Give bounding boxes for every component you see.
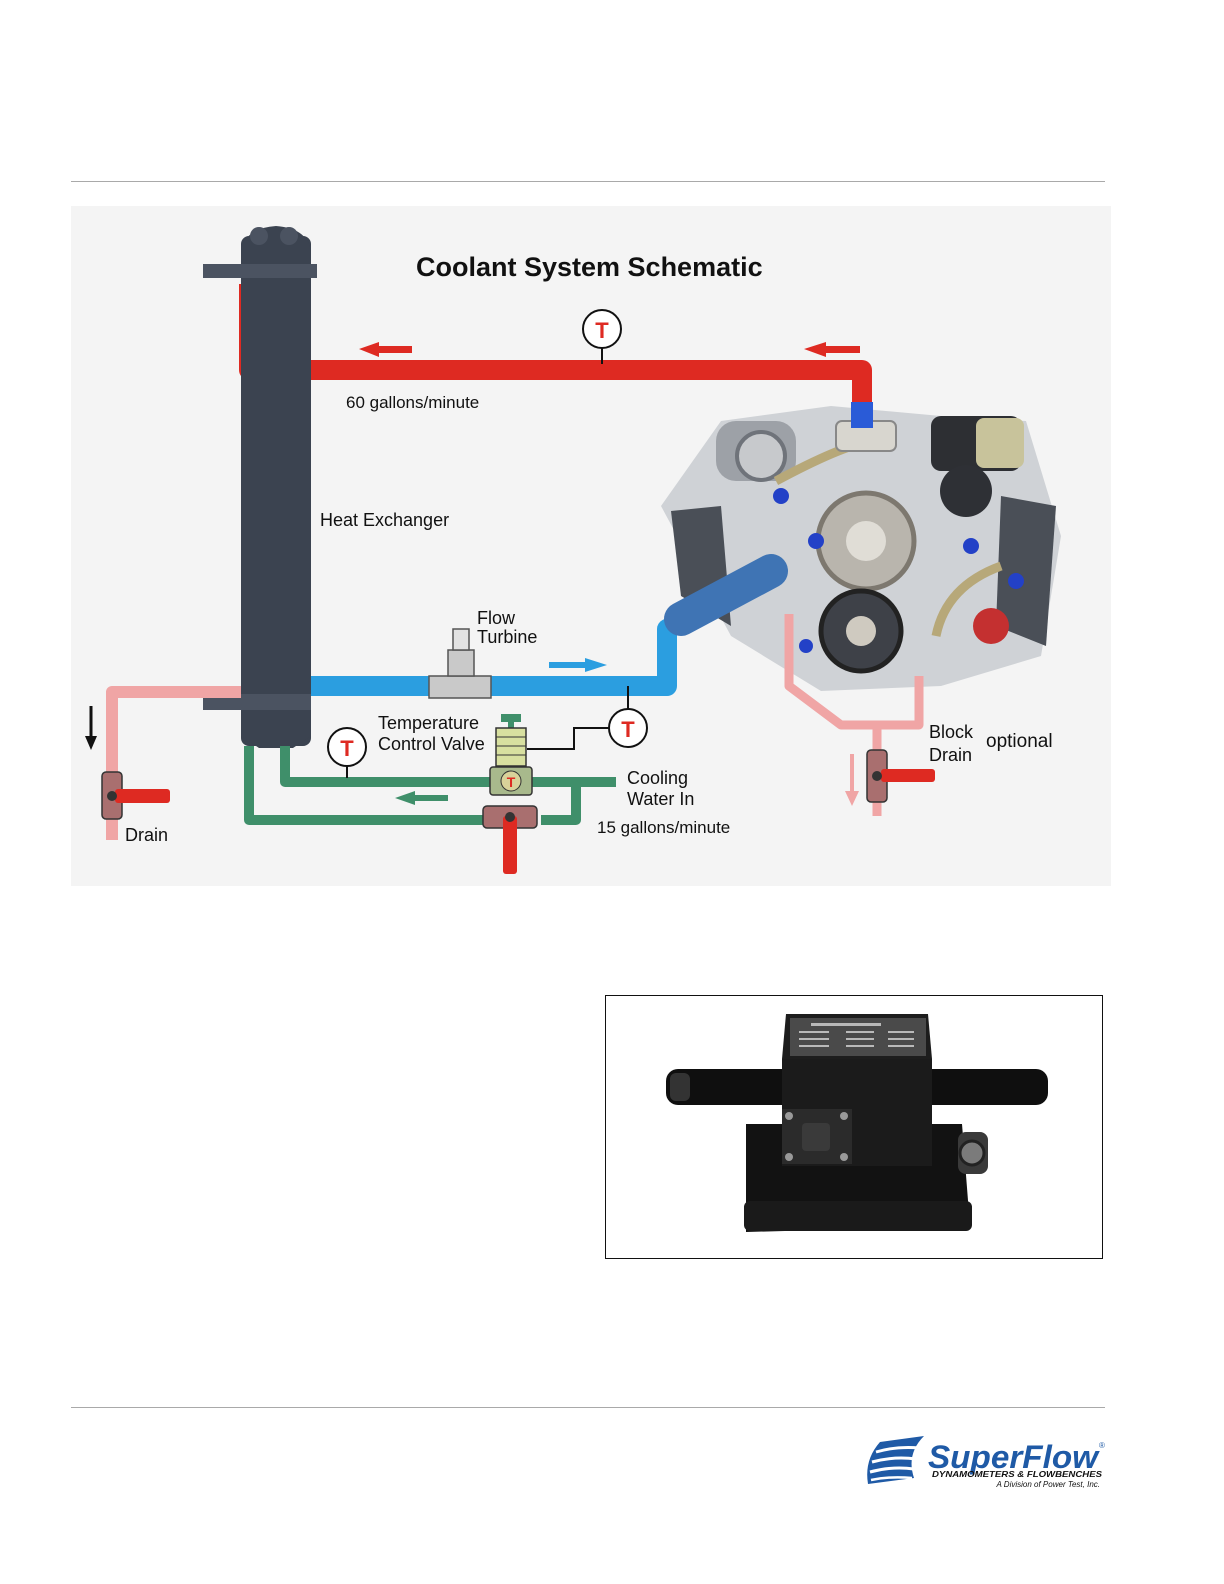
block-drain-label-line1: Block [929,722,974,742]
tcv-label-line2: Control Valve [378,734,485,754]
superflow-logo: SuperFlow ® DYNAMOMETERS & FLOWBENCHES A… [862,1432,1112,1494]
schematic-title: Coolant System Schematic [416,252,763,282]
coolant-system-schematic: Coolant System Schematic T [71,206,1111,886]
cooling-water-label-line1: Cooling [627,768,688,788]
block-drain-label-line2: Drain [929,745,972,765]
logo-trademark: ® [1099,1441,1105,1450]
cooling-water-label-line2: Water In [627,789,694,809]
flow-turbine-label-line1: Flow [477,608,516,628]
svg-text:T: T [507,774,516,790]
logo-tagline: DYNAMOMETERS & FLOWBENCHES [932,1470,1103,1479]
heat-exchanger-label: Heat Exchanger [320,510,449,530]
logo-division: A Division of Power Test, Inc. [996,1480,1100,1489]
flow-turbine-photo [606,996,1101,1257]
drain-label: Drain [125,825,168,845]
svg-text:T: T [340,736,354,761]
optional-label: optional [986,731,1053,752]
superflow-swoosh-icon [867,1436,924,1484]
cooling-flow-rate-label: 15 gallons/minute [597,818,730,837]
flow-turbine-photo-frame [605,995,1103,1259]
hot-flow-rate-label: 60 gallons/minute [346,393,479,412]
footer-rule [71,1407,1105,1408]
tcv-label-line1: Temperature [378,713,479,733]
temperature-gauge-icon: T [583,310,621,348]
svg-text:T: T [621,717,635,742]
header-rule [71,181,1105,182]
flow-turbine-label-line2: Turbine [477,627,537,647]
svg-text:T: T [595,318,609,343]
